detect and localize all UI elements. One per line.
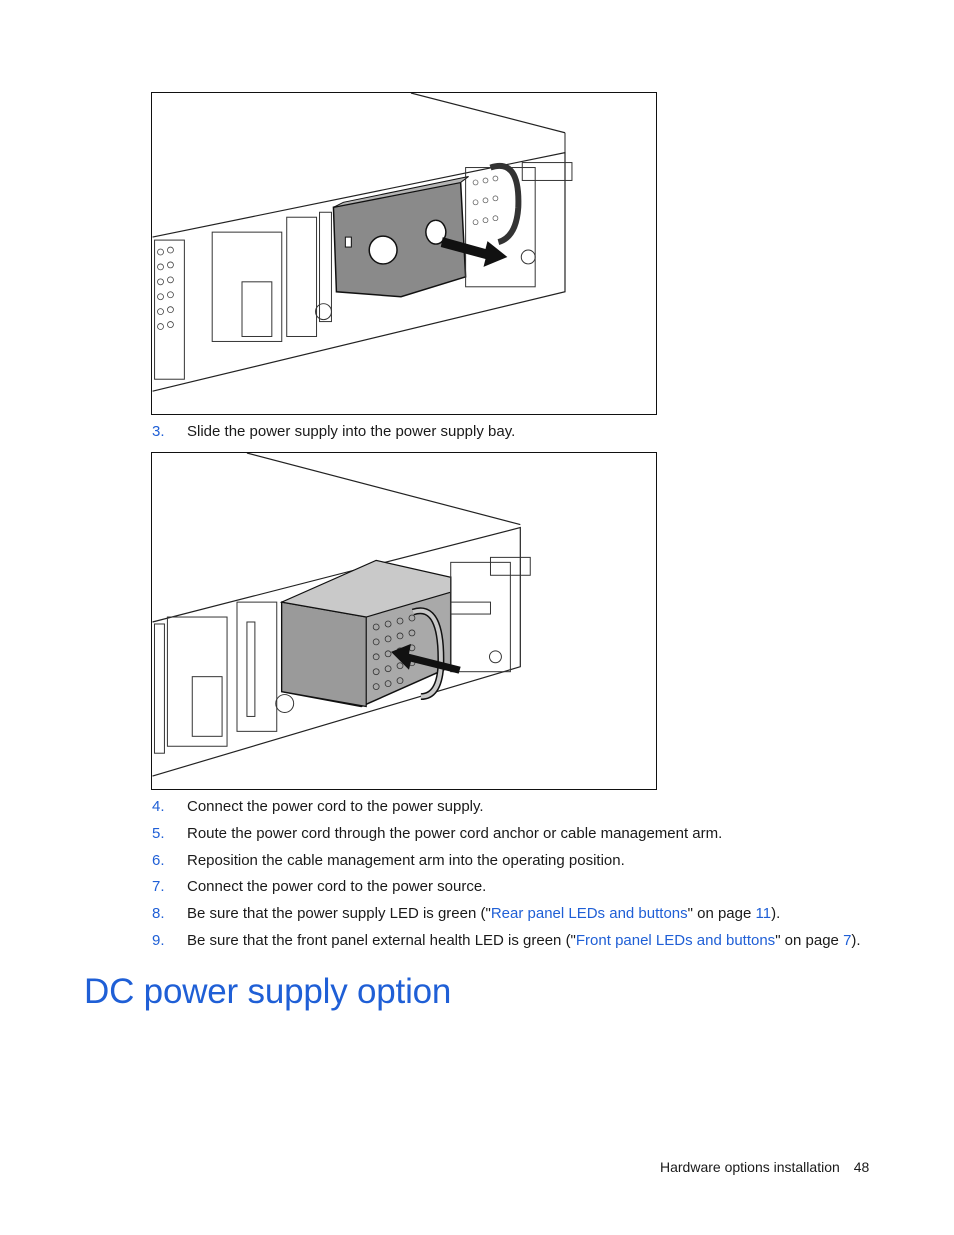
front-panel-leds-link[interactable]: Front panel LEDs and buttons	[575, 932, 776, 949]
step-number: 5.	[152, 825, 165, 842]
step-number: 7.	[152, 878, 165, 895]
step-9: 9. Be sure that the front panel external …	[152, 932, 861, 950]
step-text-post: ).	[771, 905, 781, 922]
footer-section-title: Hardware options installation	[660, 1159, 840, 1175]
step-6: 6. Reposition the cable management arm in…	[152, 852, 625, 870]
page-footer: Hardware options installation 48	[660, 1159, 869, 1175]
step-3: 3. Slide the power supply into the power …	[152, 423, 515, 441]
step-number: 4.	[152, 798, 165, 815]
step-text: Route the power cord through the power c…	[187, 825, 723, 842]
step-text-post: ).	[851, 932, 861, 949]
page-ref-link[interactable]: 11	[755, 905, 772, 922]
figure-remove-blank	[151, 92, 657, 415]
step-text: Reposition the cable management arm into…	[187, 852, 625, 869]
step-number: 8.	[152, 905, 165, 922]
server-rear-illustration-1	[152, 93, 573, 392]
step-number: 6.	[152, 852, 165, 869]
page-number: 48	[853, 1159, 870, 1175]
step-text-pre: Be sure that the power supply LED is gre…	[187, 905, 491, 922]
step-4: 4. Connect the power cord to the power su…	[152, 798, 484, 816]
step-text-pre: Be sure that the front panel external he…	[187, 932, 576, 949]
step-text-mid: " on page	[687, 905, 756, 922]
step-number: 3.	[152, 423, 165, 440]
step-text: Connect the power cord to the power supp…	[187, 798, 484, 815]
page-ref-link[interactable]: 7	[843, 932, 852, 949]
rear-panel-leds-link[interactable]: Rear panel LEDs and buttons	[490, 905, 688, 922]
step-text: Slide the power supply into the power su…	[187, 423, 516, 440]
step-text: Connect the power cord to the power sour…	[187, 878, 487, 895]
step-7: 7. Connect the power cord to the power so…	[152, 878, 486, 896]
step-5: 5. Route the power cord through the power…	[152, 825, 722, 843]
server-rear-illustration-2	[152, 453, 531, 777]
figure-insert-power-supply	[151, 452, 657, 790]
step-8: 8. Be sure that the power supply LED is g…	[152, 905, 780, 923]
step-text-mid: " on page	[775, 932, 844, 949]
section-heading: DC power supply option	[84, 972, 452, 1011]
step-number: 9.	[152, 932, 165, 949]
